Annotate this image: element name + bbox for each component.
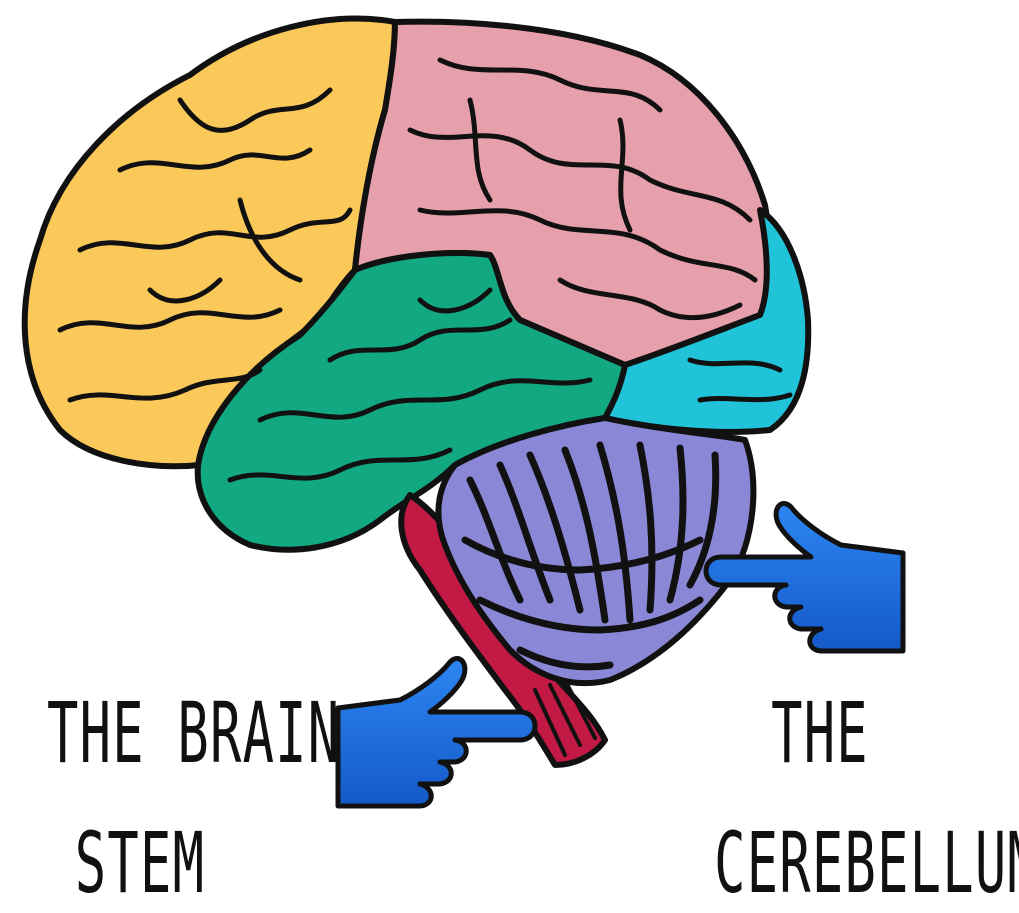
cerebellum-label-line1: THE	[739, 683, 900, 783]
brain-stem-label-line2: STEM	[47, 813, 233, 913]
brain-stem-label-line1: THE BRAIN	[47, 683, 233, 783]
cerebellum-label-line2: CEREBELLUM	[714, 813, 956, 913]
